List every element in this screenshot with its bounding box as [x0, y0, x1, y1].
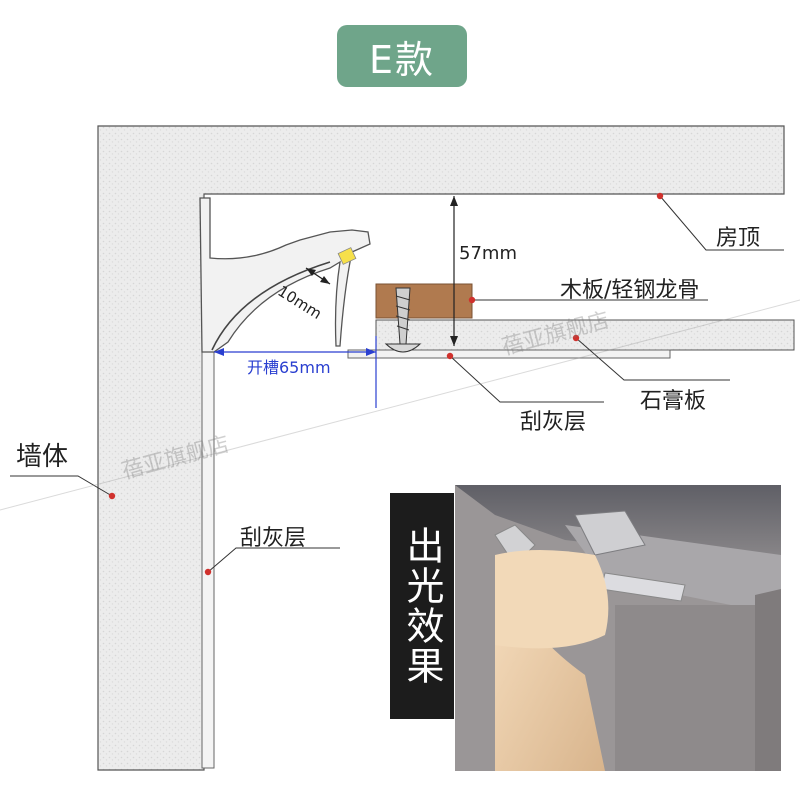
slot-arrow-right — [366, 348, 376, 356]
ceiling-label: 房顶 — [716, 226, 761, 251]
side-putty-leader — [207, 547, 340, 573]
watermark-line — [0, 299, 800, 511]
height-arrow-top — [450, 196, 458, 206]
side-putty-layer — [201, 351, 215, 769]
concrete-structure — [97, 125, 785, 771]
wood-marker — [468, 296, 476, 304]
ceiling-marker — [656, 192, 664, 200]
height-arrow-bottom — [450, 336, 458, 346]
ceiling-putty-layer — [347, 349, 671, 359]
wall-marker — [108, 492, 116, 500]
side-putty-label: 刮灰层 — [240, 526, 307, 551]
screw — [384, 287, 422, 353]
ceiling-putty-marker — [446, 352, 454, 360]
wall-label: 墙体 — [16, 442, 69, 472]
variant-title: E款 — [337, 25, 467, 87]
wood-block — [375, 283, 473, 319]
ceiling-putty-leader — [449, 355, 604, 403]
side-putty-marker — [204, 568, 212, 576]
gypsum-marker — [572, 334, 580, 342]
aluminium-profile — [199, 197, 371, 353]
led-strip — [337, 247, 357, 265]
gypsum-label: 石膏板 — [640, 389, 707, 414]
light-effect-illustration — [455, 485, 781, 771]
slot-arrow-left — [214, 348, 224, 356]
height-dimension-label: 57mm — [459, 243, 517, 264]
light-effect-label: 出光效果 — [390, 493, 454, 719]
gypsum-leader — [575, 337, 730, 381]
wall-leader — [10, 475, 113, 497]
slot-dimension-label: 开槽65mm — [247, 358, 331, 377]
light-effect-photo — [455, 485, 781, 771]
wood-keel-label: 木板/轻钢龙骨 — [560, 278, 700, 303]
ceiling-putty-label: 刮灰层 — [520, 410, 587, 435]
light-width-arrow-b — [320, 276, 330, 284]
ceiling-leader — [659, 195, 784, 251]
gypsum-board — [375, 319, 795, 351]
light-width-arrow-a — [306, 268, 316, 276]
